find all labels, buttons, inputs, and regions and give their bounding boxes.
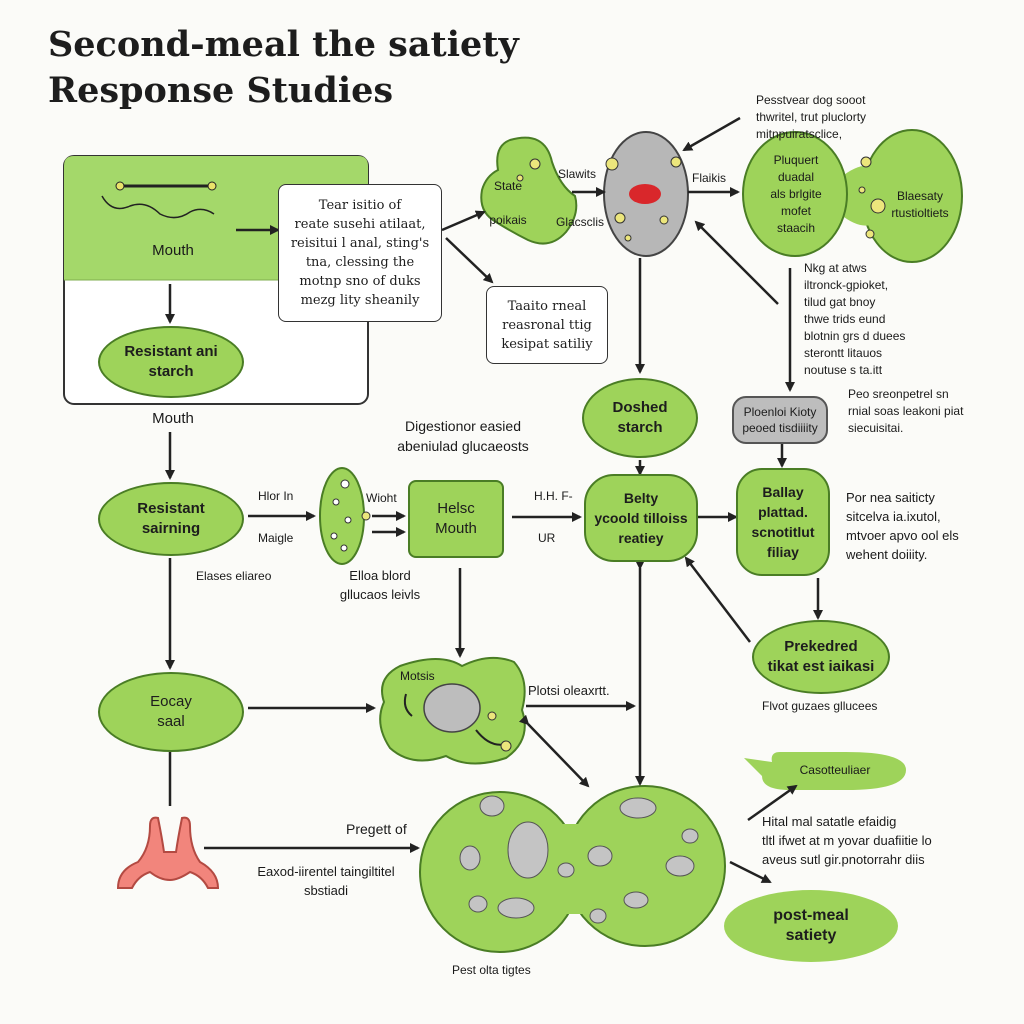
title-line-1: Second-meal the satiety <box>48 24 519 65</box>
mouth-label: Mouth <box>152 410 194 427</box>
motsis-label: Motsis <box>400 669 435 683</box>
elases-label: Elases eliareo <box>196 569 272 583</box>
pregett-label: Pregett of <box>346 821 407 837</box>
hh-label: H.H. F- <box>534 489 573 503</box>
casotteuliaer-bubble: Casotteuliaer <box>799 763 871 777</box>
flaikis-label: Flaikis <box>692 171 727 185</box>
stomach-icon <box>116 814 220 890</box>
page-title: Second-meal the satiety Response Studies <box>48 22 519 114</box>
glacsclis-label: Glacsclis <box>556 215 605 229</box>
hlor-label: Hlor In <box>258 489 294 503</box>
plotsi-label: Plotsi oleaxrtt. <box>528 683 610 698</box>
maigle-label: Maigle <box>258 531 294 545</box>
ur-label: UR <box>538 531 556 545</box>
title-line-2: Response Studies <box>48 70 394 111</box>
flvot-label: Flvot guzaes gllucees <box>762 699 878 713</box>
pest-label: Pest olta tigtes <box>452 963 531 977</box>
wioht-label: Wioht <box>366 491 397 505</box>
state-cell-shape <box>480 136 578 245</box>
mouth-panel-label: Mouth <box>152 242 194 259</box>
slawits-label: Slawits <box>558 167 597 181</box>
organ-shape <box>116 816 220 889</box>
cell-cluster <box>419 785 726 953</box>
